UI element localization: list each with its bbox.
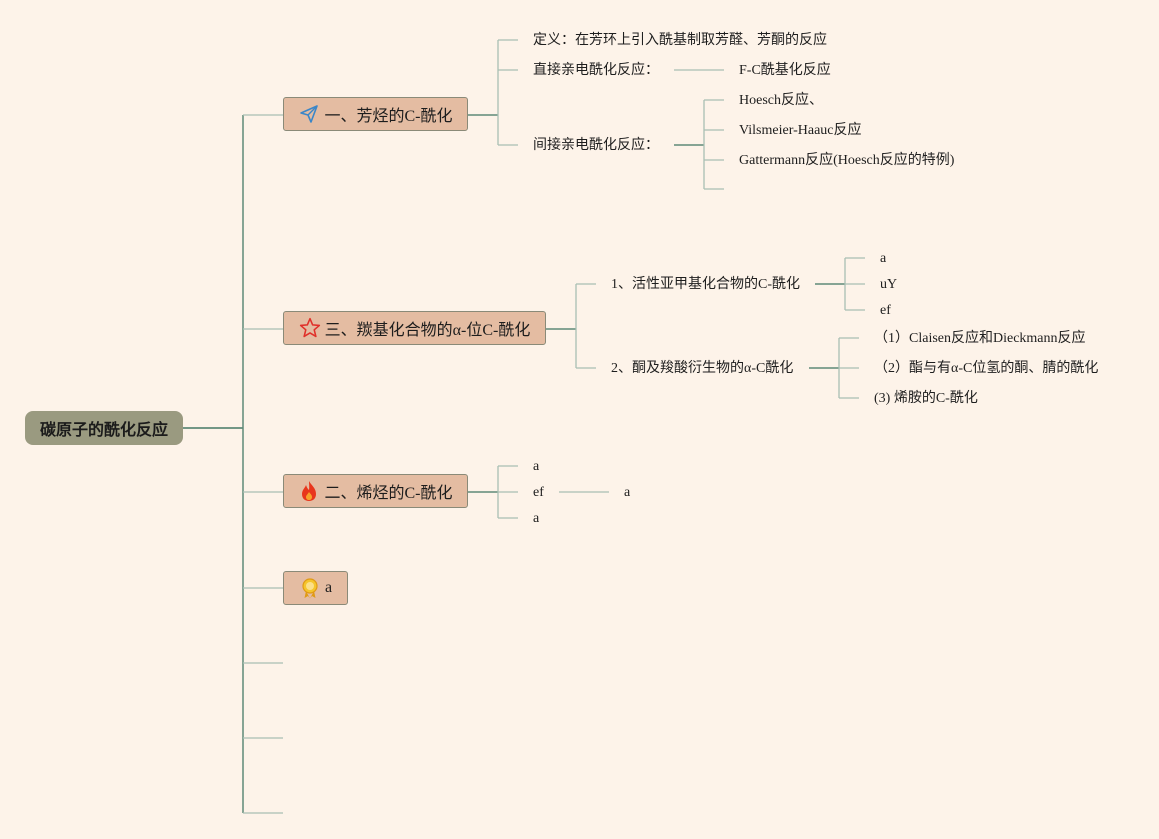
branch-fourth[interactable]: a (283, 571, 348, 605)
claisen-dieckmann-reaction[interactable]: （1）Claisen反应和Dieckmann反应 (874, 331, 1086, 346)
friedel-crafts-acylation[interactable]: F-C酰基化反应 (739, 63, 831, 78)
indirect-electrophilic-acylation[interactable]: 间接亲电酰化反应： (533, 138, 659, 153)
ester-ketone-nitrile-acylation[interactable]: （2）酯与有α-C位氢的酮、腈的酰化 (874, 361, 1099, 376)
alkene-child-1[interactable]: a (533, 459, 540, 474)
paper-plane-icon (298, 103, 320, 125)
ketone-acid-derivative-acylation[interactable]: 2、酮及羧酸衍生物的α-C酰化 (611, 361, 794, 376)
active-methylene-child-2[interactable]: uY (880, 277, 898, 292)
award-badge-icon (299, 577, 321, 599)
root-node[interactable]: 碳原子的酰化反应 (25, 411, 183, 445)
root-node-label: 碳原子的酰化反应 (39, 420, 168, 439)
branch-carbonyl-alpha-acylation[interactable]: 三、羰基化合物的α-位C-酰化 (283, 311, 546, 345)
alkene-child-3[interactable]: a (533, 511, 540, 526)
branch-aromatic-acylation-label: 一、芳烃的C-酰化 (324, 108, 453, 125)
fire-icon (298, 480, 320, 502)
alkene-grandchild[interactable]: a (624, 485, 631, 500)
branch-carbonyl-alpha-acylation-label: 三、羰基化合物的α-位C-酰化 (324, 322, 531, 339)
enamine-acylation[interactable]: (3) 烯胺的C-酰化 (874, 391, 978, 406)
vilsmeier-haauc-reaction[interactable]: Vilsmeier-Haauc反应 (739, 123, 862, 138)
gattermann-reaction[interactable]: Gattermann反应(Hoesch反应的特例) (739, 153, 955, 168)
branch-alkene-acylation[interactable]: 二、烯烃的C-酰化 (283, 474, 468, 508)
active-methylene-child-3[interactable]: ef (880, 303, 891, 318)
alkene-child-2[interactable]: ef (533, 485, 544, 500)
branch-fourth-label: a (324, 579, 333, 596)
branch-aromatic-acylation[interactable]: 一、芳烃的C-酰化 (283, 97, 468, 131)
active-methylene-child-1[interactable]: a (880, 251, 887, 266)
hoesch-reaction[interactable]: Hoesch反应、 (739, 93, 823, 108)
branch-alkene-acylation-label: 二、烯烃的C-酰化 (324, 485, 453, 502)
direct-electrophilic-acylation[interactable]: 直接亲电酰化反应： (533, 63, 659, 78)
active-methylene-acylation[interactable]: 1、活性亚甲基化合物的C-酰化 (611, 277, 800, 292)
definition-text[interactable]: 定义：在芳环上引入酰基制取芳醛、芳酮的反应 (533, 33, 827, 48)
star-icon (299, 317, 321, 339)
